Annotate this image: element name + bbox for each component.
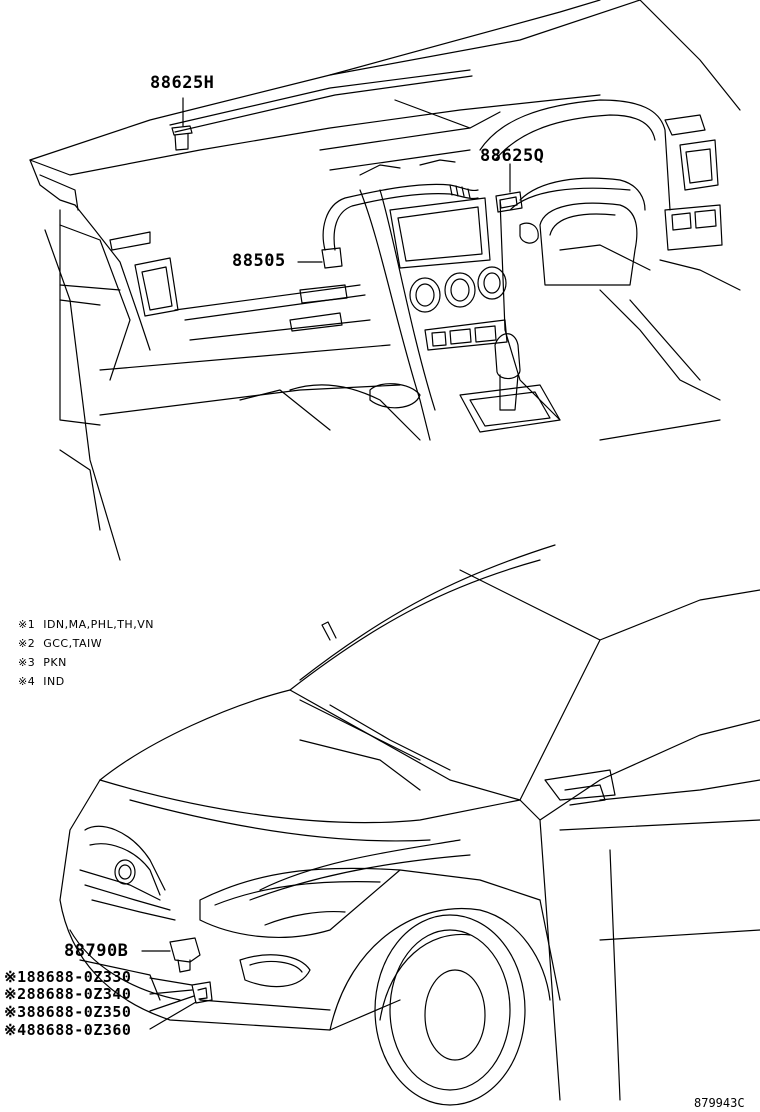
- variant-3: ※388688-0Z350: [4, 1003, 132, 1021]
- part-88688-bracket: [149, 977, 213, 1030]
- note-4: ※4 IND: [18, 675, 65, 688]
- callout-88625h: 88625H: [150, 73, 215, 93]
- note-2: ※2 GCC,TAIW: [18, 637, 103, 650]
- callout-88505: 88505: [232, 251, 286, 271]
- part-88790b-sensor: [141, 937, 201, 973]
- variant-1: ※188688-0Z330: [4, 968, 132, 986]
- part-88625h-clip: [171, 97, 193, 151]
- callout-88625q: 88625Q: [480, 146, 545, 166]
- part-88625q-sensor: [495, 163, 523, 213]
- vehicle-front-illustration: [59, 544, 760, 1106]
- note-3: ※3 PKN: [18, 656, 67, 669]
- part-88505-hose: [297, 183, 479, 269]
- dashboard-illustration: [29, 0, 741, 561]
- illustration-code: 879943C: [694, 1096, 745, 1110]
- note-1: ※1 IDN,MA,PHL,TH,VN: [18, 618, 154, 631]
- callout-88790b: 88790B: [64, 941, 129, 961]
- variant-4: ※488688-0Z360: [4, 1021, 132, 1039]
- variant-2: ※288688-0Z340: [4, 985, 132, 1003]
